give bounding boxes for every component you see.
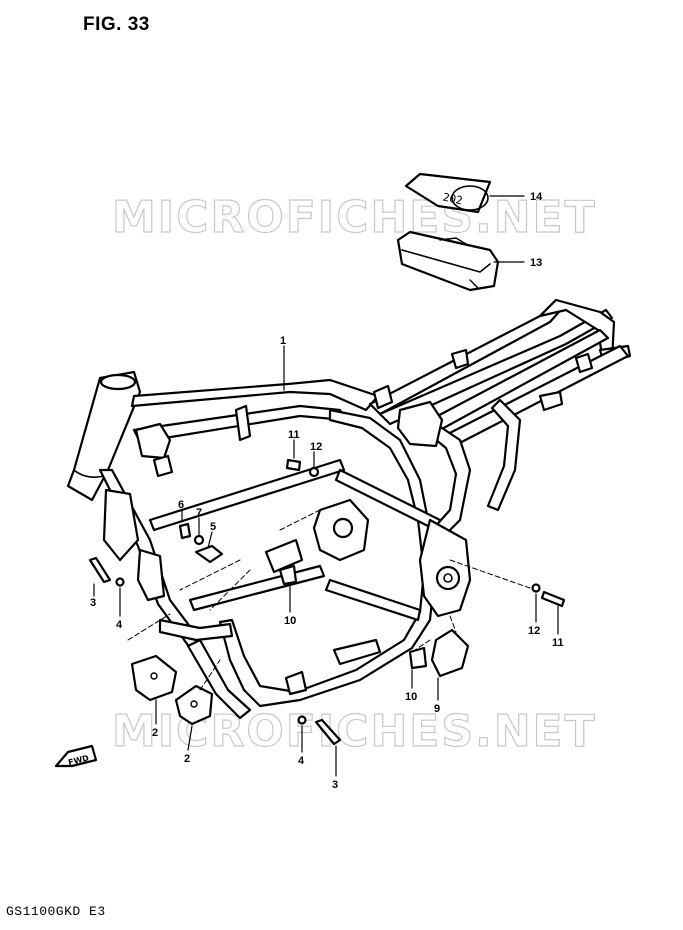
model-code: GS1100GKD E3 bbox=[6, 904, 106, 919]
part-9-bracket bbox=[430, 628, 470, 678]
motorcycle-frame bbox=[66, 298, 632, 720]
forward-arrow-icon: FWD bbox=[54, 744, 98, 767]
part-tag-text: 202 bbox=[442, 191, 464, 208]
callout-5: 5 bbox=[210, 521, 216, 533]
part-10-bolt-left bbox=[278, 564, 298, 586]
callout-9: 9 bbox=[434, 703, 440, 715]
callout-13: 13 bbox=[530, 257, 542, 269]
part-11-bolt-right bbox=[540, 590, 566, 608]
callout-7: 7 bbox=[196, 507, 202, 519]
dashed-guides bbox=[127, 509, 531, 691]
callout-2-lower: 2 bbox=[184, 753, 190, 765]
callout-2-upper: 2 bbox=[152, 727, 158, 739]
figure-title: FIG. 33 bbox=[83, 14, 150, 35]
callout-3-left: 3 bbox=[90, 597, 96, 609]
leader-lines bbox=[93, 195, 559, 777]
part-12-nut-right bbox=[531, 583, 541, 593]
callout-10-left: 10 bbox=[284, 615, 296, 627]
part-5-bracket bbox=[194, 544, 224, 564]
callout-4-bottom: 4 bbox=[298, 755, 305, 767]
callout-12-right: 12 bbox=[528, 625, 540, 637]
part-13-tray bbox=[396, 230, 500, 292]
part-6-bolt bbox=[178, 522, 192, 540]
part-7-nut bbox=[193, 534, 205, 546]
callout-1: 1 bbox=[280, 335, 286, 347]
callout-12-top: 12 bbox=[310, 441, 322, 453]
part-4-washer-left bbox=[115, 577, 125, 587]
callout-4-left: 4 bbox=[116, 619, 123, 631]
callout-10-right: 10 bbox=[405, 691, 417, 703]
part-14-tag: 202 bbox=[404, 172, 492, 214]
part-11-bolt-top bbox=[285, 458, 302, 472]
part-3-bolt-bottom bbox=[314, 718, 342, 746]
part-3-bolt-left bbox=[88, 556, 112, 584]
part-10-bolt-right bbox=[408, 646, 428, 670]
part-2-plate-lower bbox=[174, 684, 214, 726]
callout-11-right: 11 bbox=[552, 637, 564, 649]
callout-3-bottom: 3 bbox=[332, 779, 338, 791]
part-2-plate-upper bbox=[130, 654, 178, 702]
part-12-nut-top bbox=[308, 466, 320, 478]
callout-14: 14 bbox=[530, 191, 543, 203]
callout-11-top: 11 bbox=[288, 429, 300, 441]
part-4-washer-bottom bbox=[297, 715, 307, 725]
watermark-top: MICROFICHES.NET bbox=[112, 192, 597, 243]
callout-6: 6 bbox=[178, 499, 184, 511]
